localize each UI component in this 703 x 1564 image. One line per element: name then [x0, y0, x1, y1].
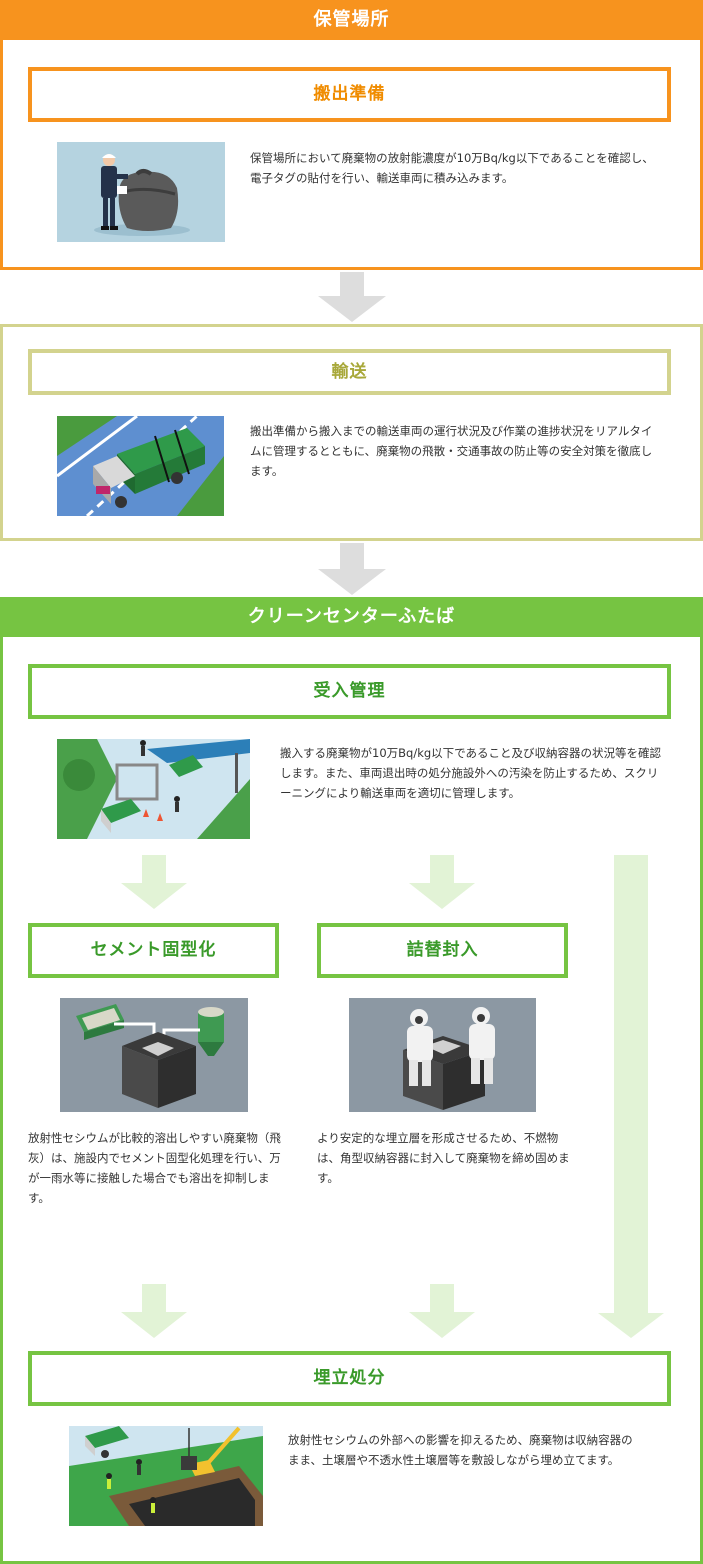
step-title-reception-management: 受入管理 — [28, 664, 671, 719]
step-title-transport: 輸送 — [28, 349, 671, 395]
direct-landfill-arrow-icon — [598, 855, 664, 1338]
reception-management-description: 搬入する廃棄物が10万Bq/kg以下であること及び収納容器の状況等を確認します。… — [280, 746, 662, 800]
repacking-description: より安定的な埋立層を形成させるため、不燃物は、角型収納容器に封入して廃棄物を締め… — [317, 1131, 570, 1185]
flow-arrow-down-icon — [318, 543, 386, 595]
storage-site-header: 保管場所 — [0, 0, 703, 40]
hauling-preparation-description: 保管場所において廃棄物の放射能濃度が10万Bq/kg以下であることを確認し、電子… — [250, 151, 654, 185]
repacking-workers-illustration — [349, 998, 536, 1112]
step-title-landfill-disposal: 埋立処分 — [28, 1351, 671, 1406]
flow-arrow-down-icon — [121, 855, 187, 909]
landfill-crane-illustration — [69, 1426, 263, 1526]
flow-arrow-down-icon — [409, 855, 475, 909]
landfill-disposal-description: 放射性セシウムの外部への影響を抑えるため、廃棄物は収納容器のまま、土壌層や不透水… — [288, 1433, 633, 1467]
gate-screening-illustration — [57, 739, 250, 839]
flow-arrow-down-icon — [318, 272, 386, 322]
worker-with-bag-illustration — [57, 142, 225, 242]
cement-solidification-description: 放射性セシウムが比較的溶出しやすい廃棄物（飛灰）は、施設内でセメント固型化処理を… — [28, 1131, 281, 1205]
flow-arrow-down-icon — [409, 1284, 475, 1338]
clean-center-header: クリーンセンターふたば — [0, 597, 703, 637]
flow-arrow-down-icon — [121, 1284, 187, 1338]
step-title-hauling-preparation: 搬出準備 — [28, 67, 671, 122]
step-title-repacking: 詰替封入 — [317, 923, 568, 978]
cement-mixing-illustration — [60, 998, 248, 1112]
truck-illustration — [57, 416, 224, 516]
transport-description: 搬出準備から搬入までの輸送車両の運行状況及び作業の進捗状況をリアルタイムに管理す… — [250, 424, 653, 478]
step-title-cement-solidification: セメント固型化 — [28, 923, 279, 978]
